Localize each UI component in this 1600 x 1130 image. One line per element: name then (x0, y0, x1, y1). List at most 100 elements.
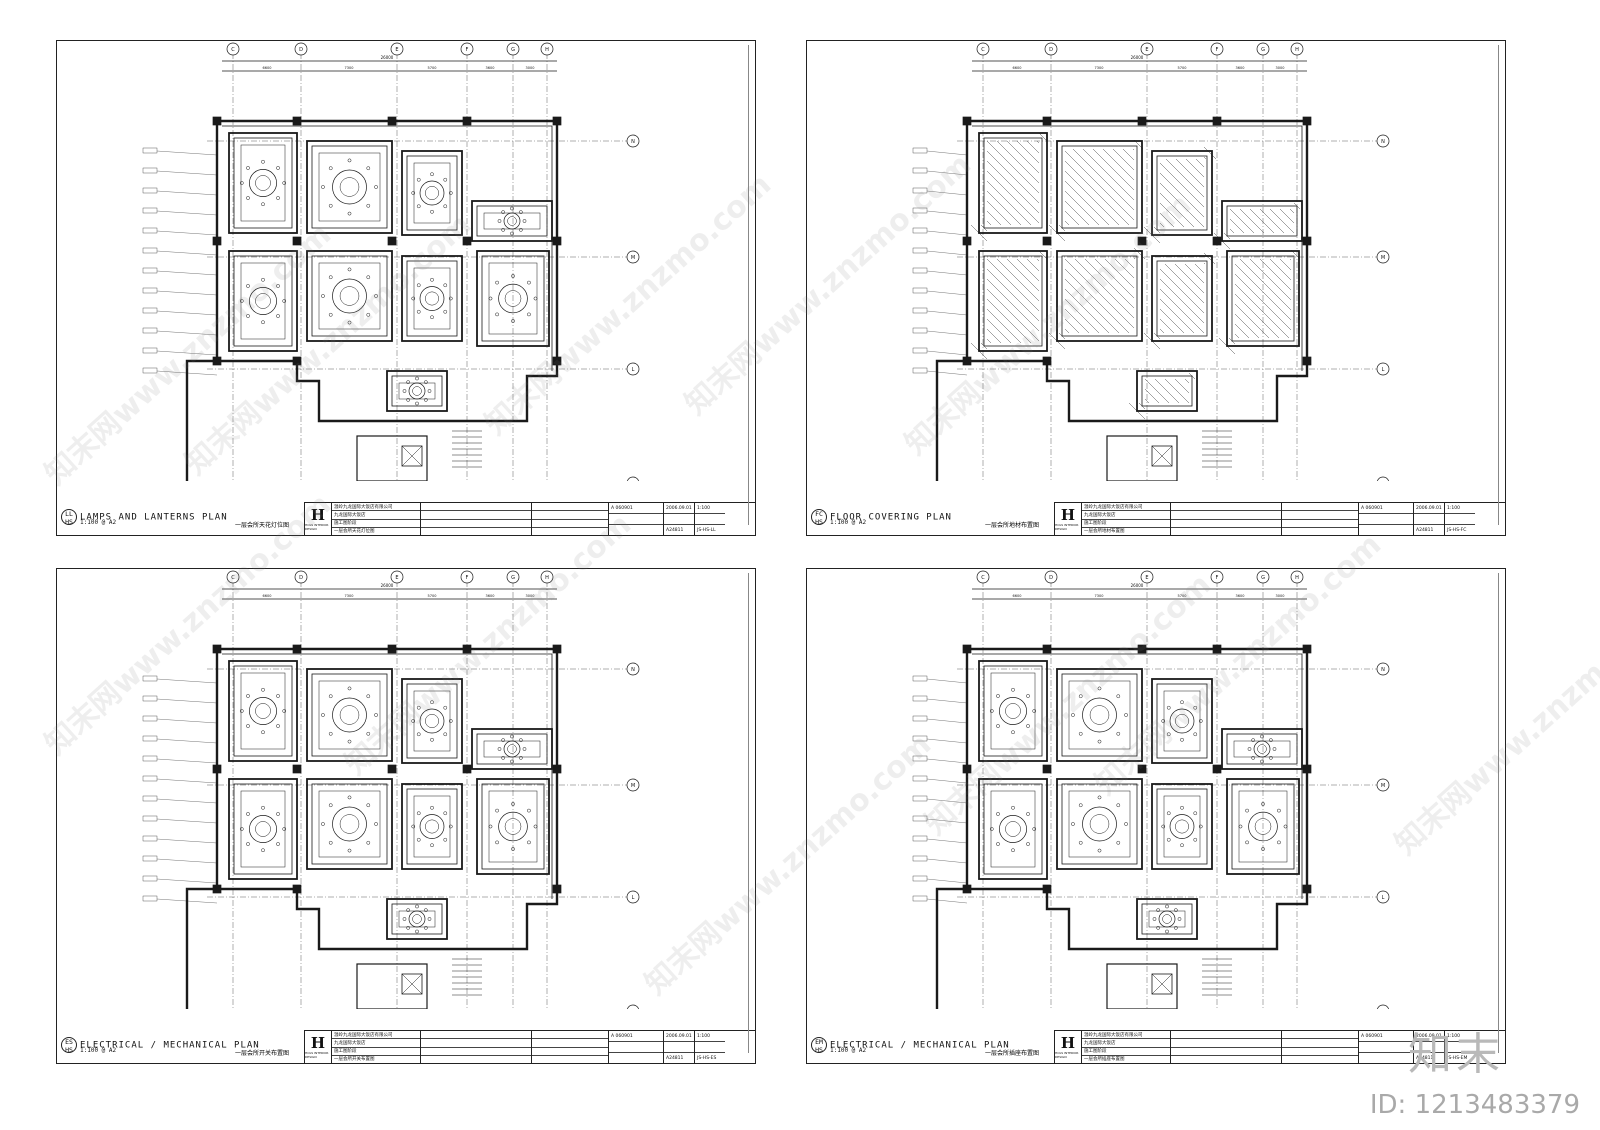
floor-plan: 26000C6600D7300E5700F3600G3000HNMLK (912, 42, 1390, 481)
plan-title-cn: 一层会所开关布置图 (235, 1050, 290, 1057)
drawing-sheet: 26000C6600D7300E5700F3600G3000HNMLK EMHS… (806, 568, 1506, 1064)
sheet-border-strip (1498, 573, 1504, 1053)
grid-bubble-col: H (1295, 575, 1299, 581)
plan-scale: 1:100 @ A2 (830, 519, 867, 526)
grid-bubble-col: H (545, 575, 549, 581)
dimension-span: 7300 (345, 66, 354, 70)
grid-bubble-row: L (632, 895, 635, 901)
grid-bubble-col: D (1049, 47, 1053, 53)
floor-plan: 26000C6600D7300E5700F3600G3000HNMLK (142, 570, 640, 1009)
plan-scale: 1:100 @ A2 (80, 1047, 117, 1054)
dimension-span: 6600 (263, 66, 272, 70)
grid-bubble-col: D (1049, 575, 1053, 581)
dimension-span: 3000 (1276, 594, 1285, 598)
brand-logo: 知末 (1408, 1029, 1504, 1080)
grid-bubble-row: M (1381, 255, 1385, 261)
sheet-border-strip (748, 573, 754, 1053)
grid-bubble-col: C (231, 575, 235, 581)
dimension-total: 26000 (381, 583, 394, 588)
grid-bubble-col: F (1216, 47, 1219, 53)
dimension-span: 5700 (1178, 66, 1187, 70)
grid-bubble-col: C (231, 47, 235, 53)
dimension-span: 6600 (1013, 66, 1022, 70)
grid-bubble-col: E (1145, 575, 1148, 581)
grid-bubble-col: F (466, 575, 469, 581)
grid-bubble-row: L (1382, 367, 1385, 373)
plan-scale: 1:100 @ A2 (80, 519, 117, 526)
grid-bubble-row: M (1381, 783, 1385, 789)
drawing-sheet: 26000C6600D7300E5700F3600G3000HNMLK FCHS… (806, 40, 1506, 536)
sheet-border-strip (748, 45, 754, 525)
dimension-total: 26000 (381, 55, 394, 60)
grid-bubble-col: F (1216, 575, 1219, 581)
brand-id: ID: 1213483379 (1369, 1090, 1580, 1120)
dimension-span: 6600 (263, 594, 272, 598)
grid-bubble-col: D (299, 47, 303, 53)
drawing-sheet: 26000C6600D7300E5700F3600G3000HNMLK ESHS… (56, 568, 756, 1064)
grid-bubble-row: N (1381, 139, 1385, 145)
dimension-span: 5700 (428, 594, 437, 598)
dimension-span: 3600 (486, 594, 495, 598)
plan-scale: 1:100 @ A2 (830, 1047, 867, 1054)
floor-plan: 26000C6600D7300E5700F3600G3000HNMLK (912, 570, 1390, 1009)
grid-bubble-col: C (981, 575, 985, 581)
grid-bubble-row: M (631, 255, 635, 261)
grid-bubble-col: G (1261, 575, 1265, 581)
plan-title-cn: 一层会所天花灯位图 (235, 522, 290, 529)
plan-title: FLOOR COVERING PLAN (830, 512, 952, 523)
plan-title: ELECTRICAL / MECHANICAL PLAN (830, 1040, 1010, 1051)
grid-bubble-col: H (1295, 47, 1299, 53)
dimension-total: 26000 (1131, 583, 1144, 588)
grid-bubble-col: G (511, 575, 515, 581)
dimension-span: 3600 (1236, 594, 1245, 598)
floor-plan: 26000C6600D7300E5700F3600G3000HNMLK (142, 42, 640, 481)
dimension-span: 6600 (1013, 594, 1022, 598)
dimension-span: 5700 (428, 66, 437, 70)
plan-title-cn: 一层会所插座布置图 (985, 1050, 1040, 1057)
grid-bubble-row: M (631, 783, 635, 789)
dimension-span: 7300 (1095, 66, 1104, 70)
dimension-span: 3000 (526, 594, 535, 598)
dimension-span: 7300 (1095, 594, 1104, 598)
grid-bubble-col: E (395, 47, 398, 53)
plan-title-cn: 一层会所地材布置图 (985, 522, 1040, 529)
grid-bubble-row: L (632, 367, 635, 373)
dimension-span: 3000 (526, 66, 535, 70)
dimension-span: 3600 (1236, 66, 1245, 70)
dimension-span: 3600 (486, 66, 495, 70)
dimension-span: 5700 (1178, 594, 1187, 598)
plan-title: ELECTRICAL / MECHANICAL PLAN (80, 1040, 260, 1051)
sheet-border-strip (1498, 45, 1504, 525)
plan-title: LAMPS AND LANTERNS PLAN (80, 512, 228, 523)
grid-bubble-col: C (981, 47, 985, 53)
dimension-span: 3000 (1276, 66, 1285, 70)
drawing-sheet: 26000C6600D7300E5700F3600G3000HNMLK LLHS… (56, 40, 756, 536)
dimension-span: 7300 (345, 594, 354, 598)
grid-bubble-col: E (1145, 47, 1148, 53)
grid-bubble-row: N (1381, 667, 1385, 673)
grid-bubble-col: G (1261, 47, 1265, 53)
grid-bubble-row: N (631, 139, 635, 145)
grid-bubble-row: L (1382, 895, 1385, 901)
grid-bubble-col: E (395, 575, 398, 581)
grid-bubble-row: N (631, 667, 635, 673)
grid-bubble-col: F (466, 47, 469, 53)
grid-bubble-col: H (545, 47, 549, 53)
grid-bubble-col: G (511, 47, 515, 53)
